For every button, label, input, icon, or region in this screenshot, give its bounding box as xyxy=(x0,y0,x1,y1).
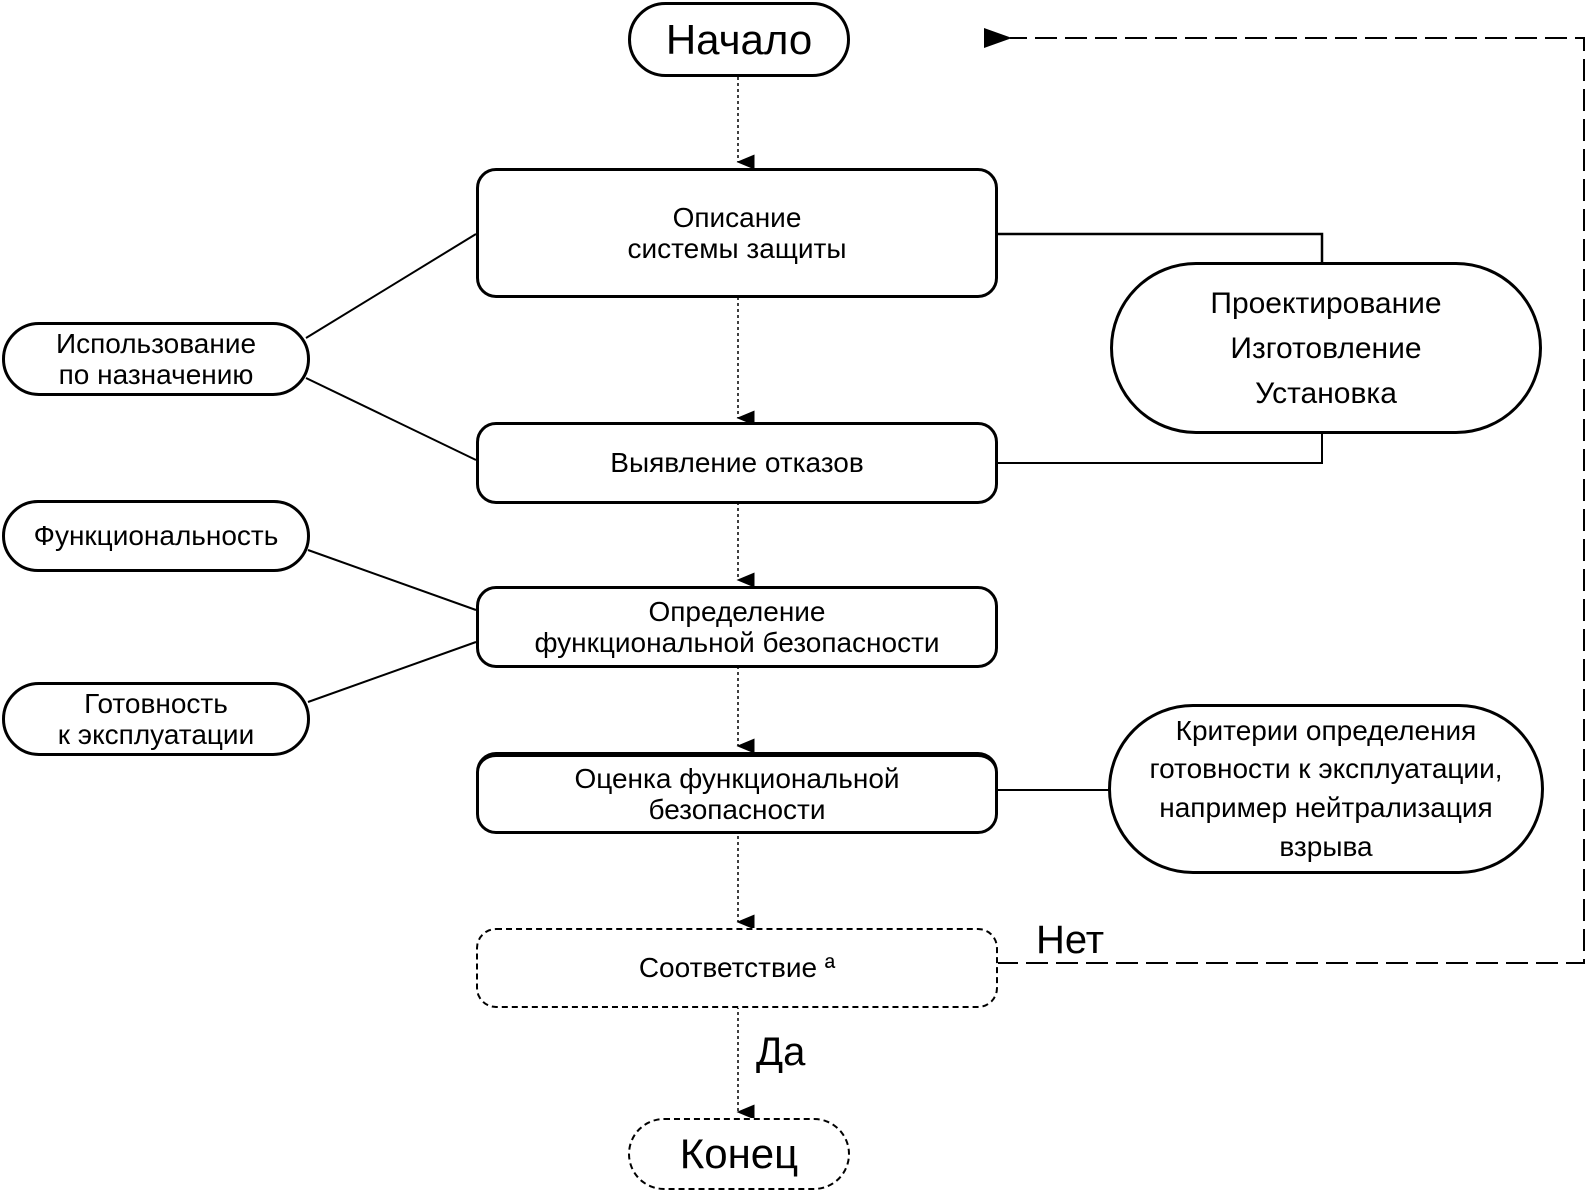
step-label-line: функциональной безопасности xyxy=(534,627,940,658)
start-label: Начало xyxy=(665,15,813,63)
criteria-line: готовности к эксплуатации, xyxy=(1149,753,1503,785)
feedback-loop-no xyxy=(984,28,1585,964)
input-label-line: Функциональность xyxy=(33,520,279,552)
decision-label: Соответствие ª xyxy=(638,952,836,984)
input-label-line: по назначению xyxy=(58,359,254,390)
input-label-line: к эксплуатации xyxy=(57,719,255,750)
step-label-line: Определение xyxy=(648,595,826,627)
step-functional-safety-definition: Определение функциональной безопасности xyxy=(476,586,998,668)
step-label-line: безопасности xyxy=(648,794,826,825)
start-node: Начало xyxy=(628,2,850,77)
decision-compliance: Соответствие ª xyxy=(476,928,998,1008)
input-operational-readiness: Готовность к эксплуатации xyxy=(2,682,310,756)
criteria-line: например нейтрализация xyxy=(1159,792,1493,823)
link-step2-to-lifecycle xyxy=(996,432,1323,464)
step-system-description: Описание системы защиты xyxy=(476,168,998,298)
step-label-line: Оценка функциональной xyxy=(574,762,900,794)
lifecycle-line: Проектирование xyxy=(1210,286,1442,320)
step-functional-safety-assessment: Оценка функциональной безопасности xyxy=(476,752,998,834)
lifecycle-line: Изготовление xyxy=(1230,331,1422,365)
step-label-line: Описание xyxy=(672,201,802,233)
link-step1-to-lifecycle xyxy=(996,232,1324,262)
criteria-line: взрыва xyxy=(1279,830,1373,862)
input-label-line: Использование xyxy=(55,327,257,359)
link-readiness-to-step3 xyxy=(307,641,477,703)
end-label: Конец xyxy=(679,1130,799,1178)
lifecycle-line: Установка xyxy=(1255,376,1397,410)
step-label-line: системы защиты xyxy=(627,233,847,264)
lifecycle-node: Проектирование Изготовление Установка xyxy=(1110,262,1542,434)
decision-no-label: Нет xyxy=(1036,918,1105,962)
step-failure-detection: Выявление отказов xyxy=(476,422,998,504)
criteria-node: Критерии определения готовности к эксплу… xyxy=(1108,704,1544,874)
link-usage-to-step1 xyxy=(305,233,477,339)
input-functionality: Функциональность xyxy=(2,500,310,572)
step-label-line: Выявление отказов xyxy=(610,447,864,479)
criteria-line: Критерии определения xyxy=(1175,714,1477,746)
link-usage-to-step2 xyxy=(305,377,477,461)
decision-yes-label: Да xyxy=(756,1030,806,1074)
input-intended-use: Использование по назначению xyxy=(2,322,310,396)
end-node: Конец xyxy=(628,1118,850,1190)
link-functionality-to-step3 xyxy=(307,549,477,611)
input-label-line: Готовность xyxy=(84,687,228,719)
